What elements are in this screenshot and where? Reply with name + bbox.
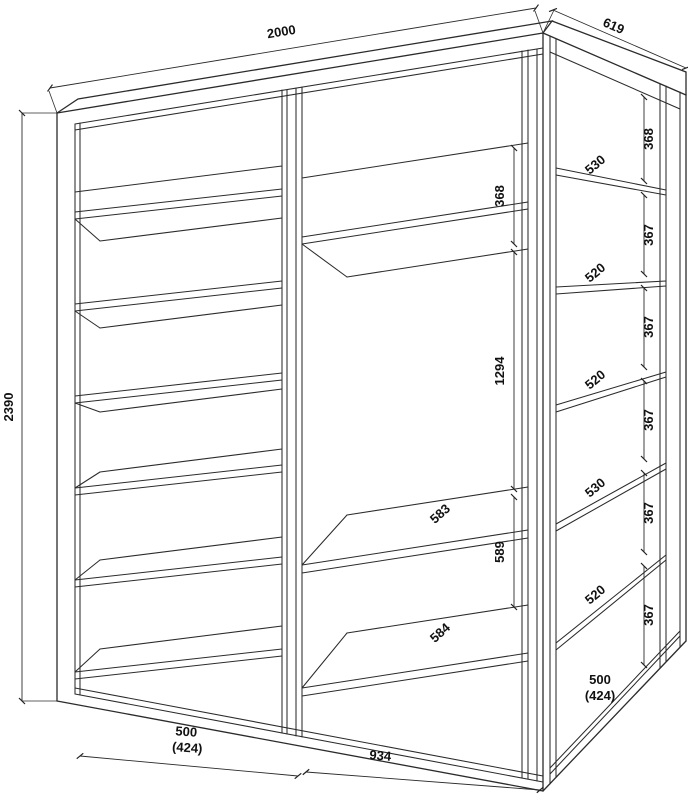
- right-column-shelves: [549, 35, 681, 785]
- overall-height-label: 2390: [1, 393, 16, 422]
- center-top-gap-label: 368: [492, 185, 507, 207]
- front-frame-and-partitions: [74, 47, 544, 783]
- left-column-shelves: [74, 165, 283, 680]
- left-inner-width-label: (424): [172, 739, 203, 756]
- dimension-labels: 2000 619 2390 934 500 (424) 368 1294 589…: [1, 15, 656, 764]
- right-inner-width-label: (424): [585, 688, 615, 703]
- center-bottom-shelf-depth-label: 584: [427, 619, 454, 645]
- center-bottom-gap-label: 589: [492, 541, 507, 563]
- right-shelf-depth-label-3: 520: [582, 367, 608, 392]
- left-width-label: 500: [175, 723, 198, 739]
- right-shelf-depth-label-4: 530: [582, 475, 608, 500]
- center-middle-height-label: 1294: [492, 356, 507, 386]
- right-shelf-depth-label-5: 520: [582, 582, 608, 607]
- right-width-label: 500: [589, 672, 611, 687]
- center-section-shelves: [301, 142, 529, 697]
- carcass-outline: [56, 20, 687, 792]
- right-shelf-depth-label-2: 520: [582, 260, 608, 285]
- right-gap-label-6: 367: [641, 604, 656, 626]
- dimension-lines: [18, 4, 688, 794]
- overall-width-label: 2000: [266, 22, 297, 41]
- right-gap-label-5: 367: [641, 502, 656, 524]
- overall-depth-label: 619: [601, 15, 627, 37]
- right-gap-label-3: 367: [641, 316, 656, 338]
- right-gap-label-4: 367: [641, 409, 656, 431]
- center-width-label: 934: [369, 747, 393, 764]
- right-gap-label-1: 368: [641, 128, 656, 150]
- right-gap-label-2: 367: [641, 224, 656, 246]
- center-middle-shelf-depth-label: 583: [427, 501, 453, 527]
